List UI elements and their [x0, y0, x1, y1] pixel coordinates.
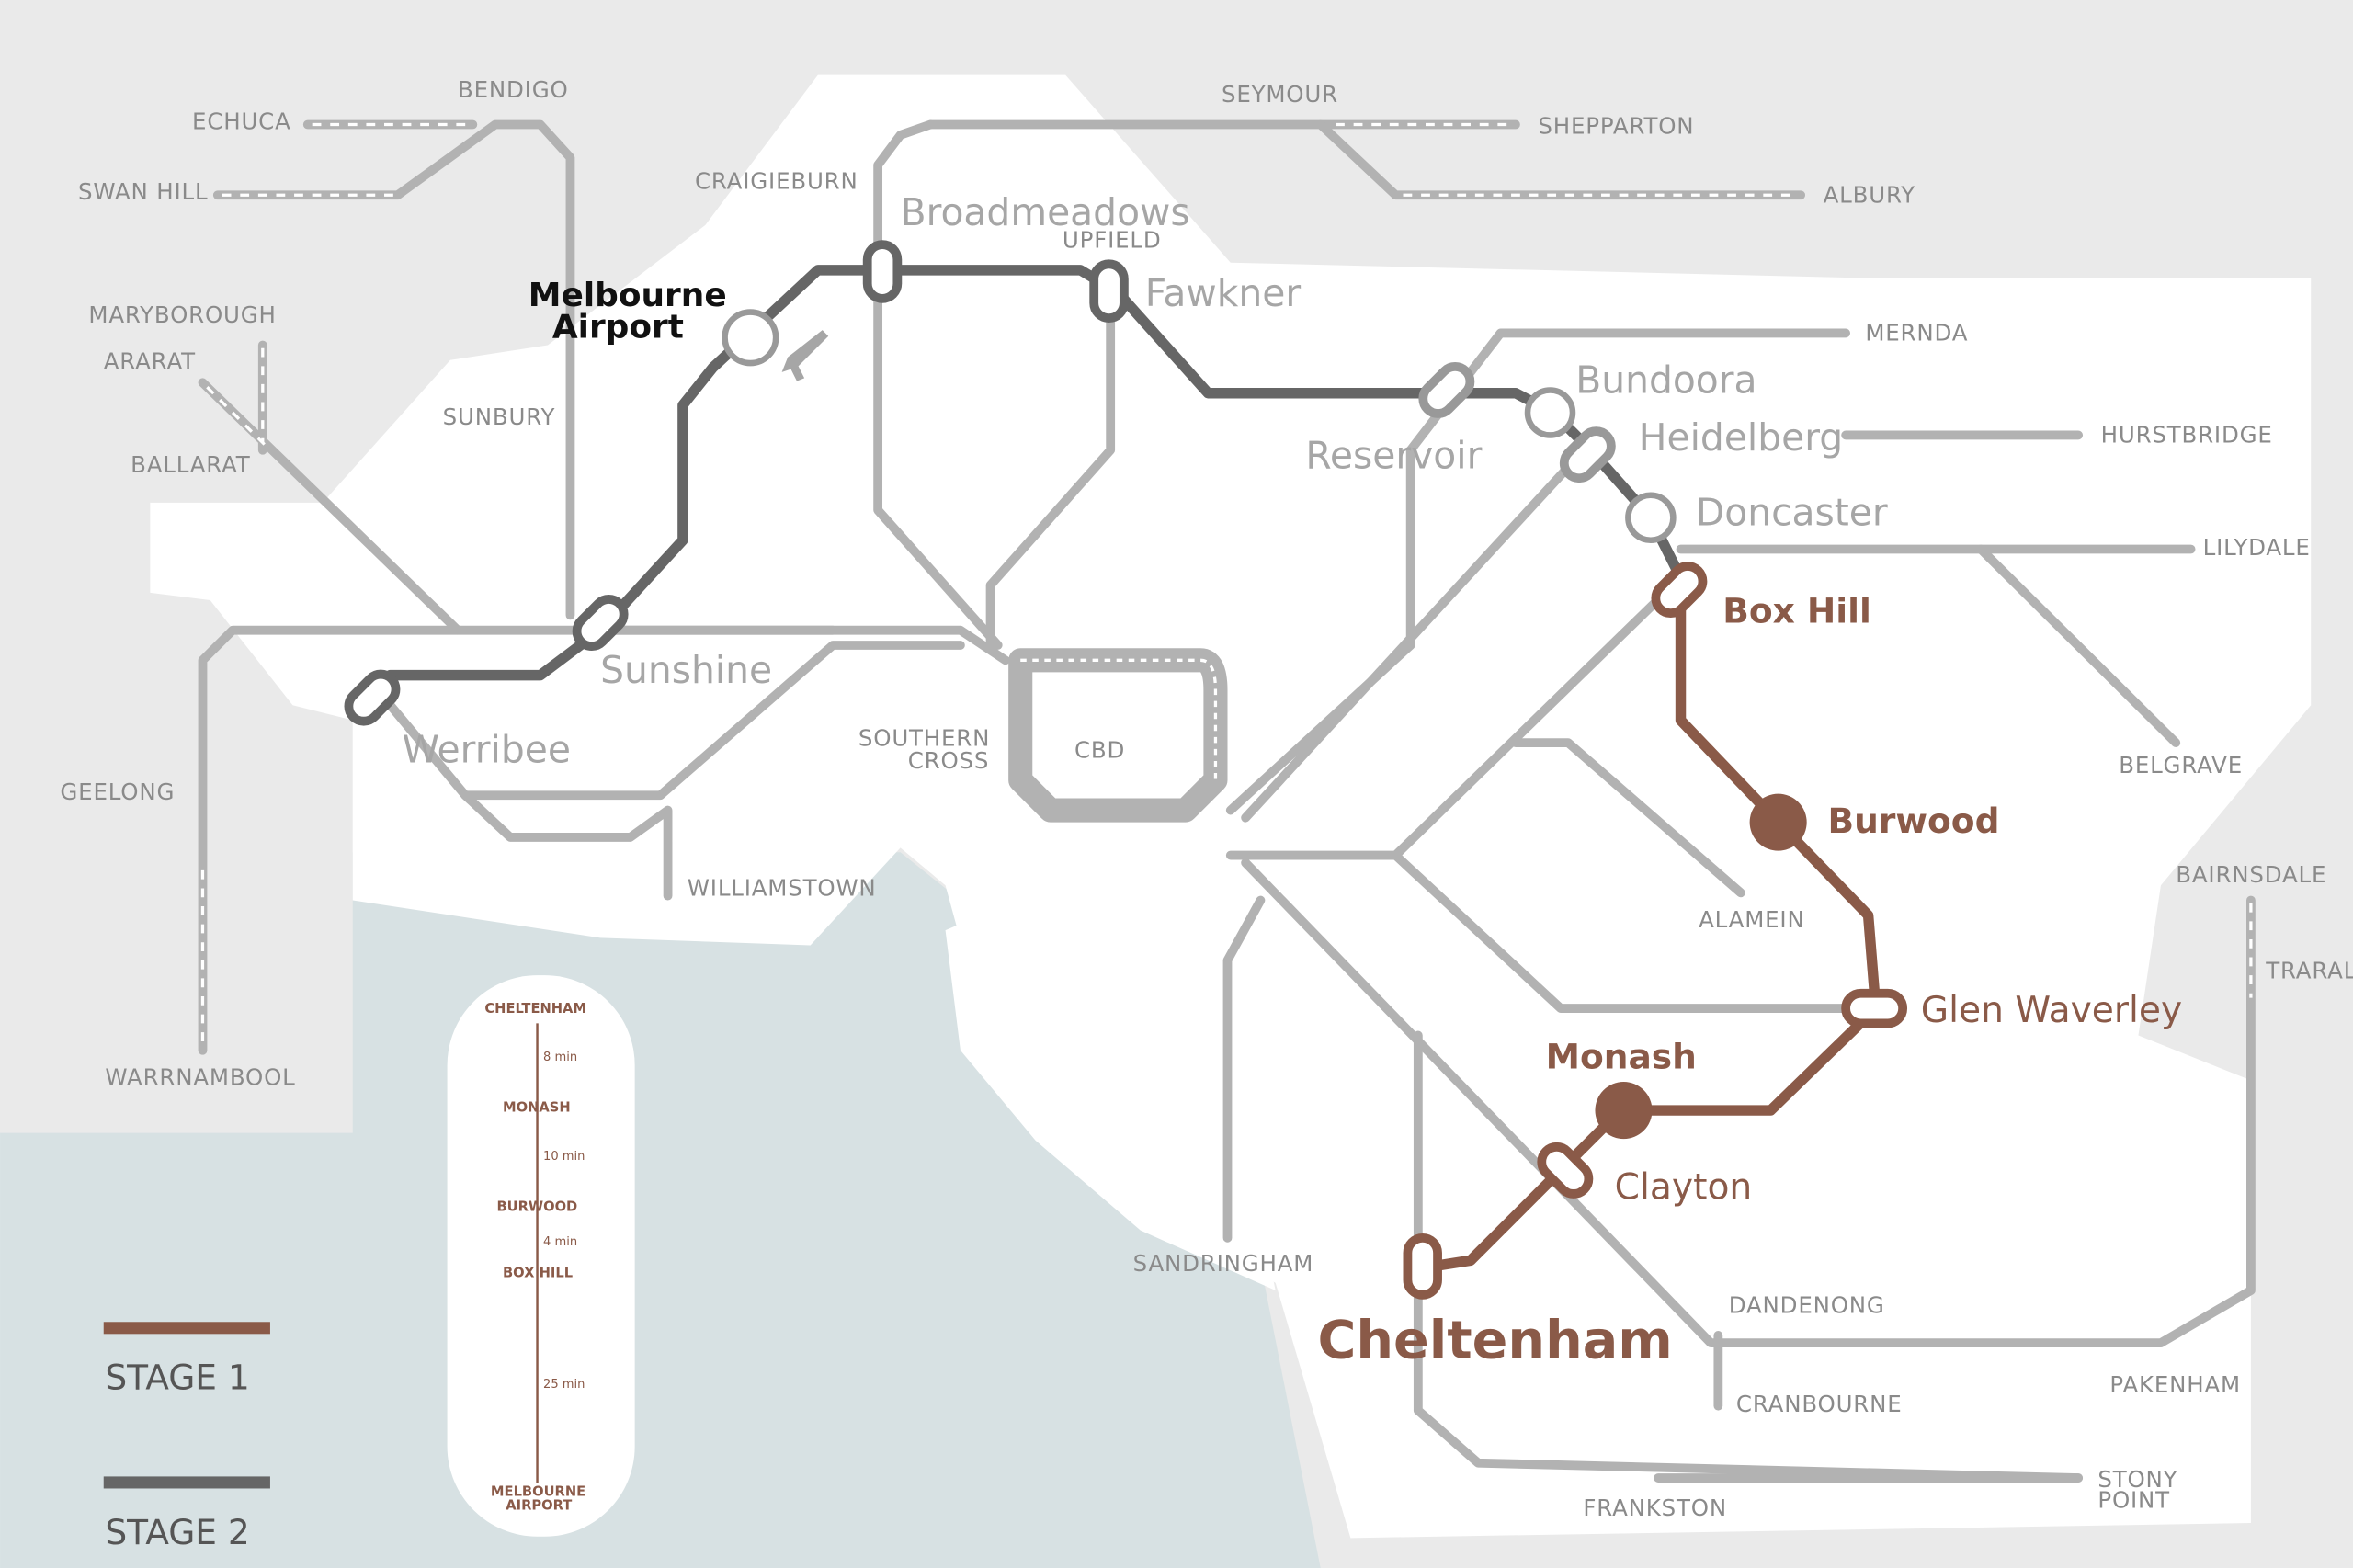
station-labels: Broadmeadows Fawkner Bundoora Reservoir …	[403, 190, 2183, 1371]
airplane-icon	[781, 330, 829, 381]
label-mernda: MERNDA	[1865, 320, 1968, 347]
label-doncaster: Doncaster	[1696, 490, 1888, 534]
journey-time-card: CHELTENHAM 8 min MONASH 10 min BURWOOD 4…	[447, 975, 635, 1537]
station-markers	[344, 240, 1908, 1300]
label-clayton: Clayton	[1615, 1166, 1753, 1208]
label-echuca: ECHUCA	[192, 108, 291, 134]
label-sunbury: SUNBURY	[443, 403, 556, 430]
label-frankston: FRANKSTON	[1583, 1494, 1727, 1521]
regional-dash-overlay	[200, 122, 2253, 1048]
terminus-labels: ECHUCA BENDIGO SWAN HILL SEYMOUR SHEPPAR…	[60, 76, 2353, 1521]
timeline-stop-melbourne: MELBOURNE	[491, 1484, 585, 1500]
label-seymour: SEYMOUR	[1222, 81, 1338, 108]
stage2-line	[362, 265, 1687, 711]
line-williamstown	[460, 790, 673, 901]
label-dandenong: DANDENONG	[1729, 1291, 1885, 1318]
legend-stage1-label: STAGE 1	[105, 1358, 249, 1398]
legend-stage1-swatch	[103, 1322, 270, 1335]
legend-stage2-swatch	[103, 1476, 270, 1489]
label-albury: ALBURY	[1824, 181, 1915, 208]
line-belgrave	[1976, 544, 2181, 748]
label-maryborough: MARYBOROUGH	[88, 301, 276, 328]
label-bundoora: Bundoora	[1575, 358, 1756, 403]
timeline-time-3: 4 min	[543, 1235, 577, 1249]
line-frankston	[1413, 1030, 2084, 1483]
line-glen-waverley	[1391, 850, 1881, 1013]
label-heidelberg: Heidelberg	[1639, 415, 1843, 460]
label-alamein: ALAMEIN	[1699, 906, 1804, 933]
land-peninsula	[945, 885, 1276, 1290]
stage1-line	[1417, 572, 1881, 1274]
timeline-stop-burwood: BURWOOD	[496, 1199, 577, 1214]
label-hurstbridge: HURSTBRIDGE	[2101, 422, 2273, 449]
label-swan-hill: SWAN HILL	[78, 178, 208, 205]
line-sandringham	[1222, 895, 1266, 1243]
label-geelong: GEELONG	[60, 778, 175, 805]
line-craigieburn	[873, 119, 1003, 650]
label-box-hill: Box Hill	[1722, 591, 1871, 631]
label-shepparton: SHEPPARTON	[1538, 112, 1694, 139]
label-bairnsdale: BAIRNSDALE	[2176, 861, 2326, 888]
metro-network	[198, 119, 2256, 1483]
label-williamstown: WILLIAMSTOWN	[688, 875, 877, 902]
legend-stage2-label: STAGE 2	[105, 1512, 249, 1552]
label-warrnambool: WARRNAMBOOL	[105, 1063, 295, 1090]
timeline-stop-box-hill: BOX HILL	[503, 1265, 573, 1280]
label-stony-point-2: POINT	[2097, 1487, 2170, 1514]
timeline-time-2: 10 min	[543, 1150, 585, 1164]
label-ararat: ARARAT	[104, 348, 196, 375]
line-albury	[1315, 119, 1806, 200]
legend: STAGE 1 STAGE 2	[103, 1322, 270, 1552]
timeline-time-1: 8 min	[543, 1051, 577, 1064]
label-reservoir: Reservoir	[1305, 433, 1482, 477]
timeline-stop-airport: AIRPORT	[506, 1497, 572, 1513]
label-cheltenham: Cheltenham	[1317, 1310, 1672, 1370]
label-belgrave: BELGRAVE	[2119, 752, 2243, 778]
label-bendigo: BENDIGO	[458, 76, 569, 103]
label-craigieburn: CRAIGIEBURN	[695, 168, 858, 195]
label-lilydale: LILYDALE	[2203, 534, 2311, 561]
line-ballarat	[198, 378, 462, 635]
line-alamein	[1511, 738, 1745, 898]
label-sunshine: Sunshine	[600, 648, 772, 692]
line-upfield	[985, 288, 1116, 650]
line-werribee	[385, 641, 965, 801]
timeline-stop-monash: MONASH	[503, 1100, 571, 1116]
label-pakenham: PAKENHAM	[2109, 1371, 2241, 1398]
label-fawkner: Fawkner	[1145, 271, 1302, 315]
timeline-time-4: 25 min	[543, 1378, 585, 1392]
line-heidelberg	[1241, 437, 1596, 823]
label-broadmeadows: Broadmeadows	[901, 190, 1190, 234]
label-stony-point-1: STONY	[2097, 1466, 2177, 1493]
label-southern-cross-2: CROSS	[908, 747, 990, 774]
label-upfield: UPFIELD	[1063, 226, 1162, 253]
label-traralgon: TRARAL	[2265, 957, 2353, 983]
timeline-stop-cheltenham: CHELTENHAM	[484, 1001, 586, 1017]
label-monash: Monash	[1546, 1036, 1697, 1076]
label-werribee: Werribee	[403, 727, 571, 771]
label-melbourne-airport-1: Melbourne	[529, 277, 727, 314]
label-sandringham: SANDRINGHAM	[1133, 1250, 1314, 1277]
label-burwood: Burwood	[1828, 801, 2000, 841]
cbd-label: CBD	[1074, 736, 1125, 763]
label-glen-waverley: Glen Waverley	[1921, 990, 2182, 1031]
label-melbourne-airport-2: Airport	[552, 308, 684, 346]
label-ballarat: BALLARAT	[131, 451, 251, 478]
line-geelong	[198, 625, 1010, 1055]
label-cranbourne: CRANBOURNE	[1736, 1391, 1903, 1417]
cbd-loop-dashes	[1020, 658, 1218, 780]
label-southern-cross-1: SOUTHERN	[858, 724, 990, 751]
